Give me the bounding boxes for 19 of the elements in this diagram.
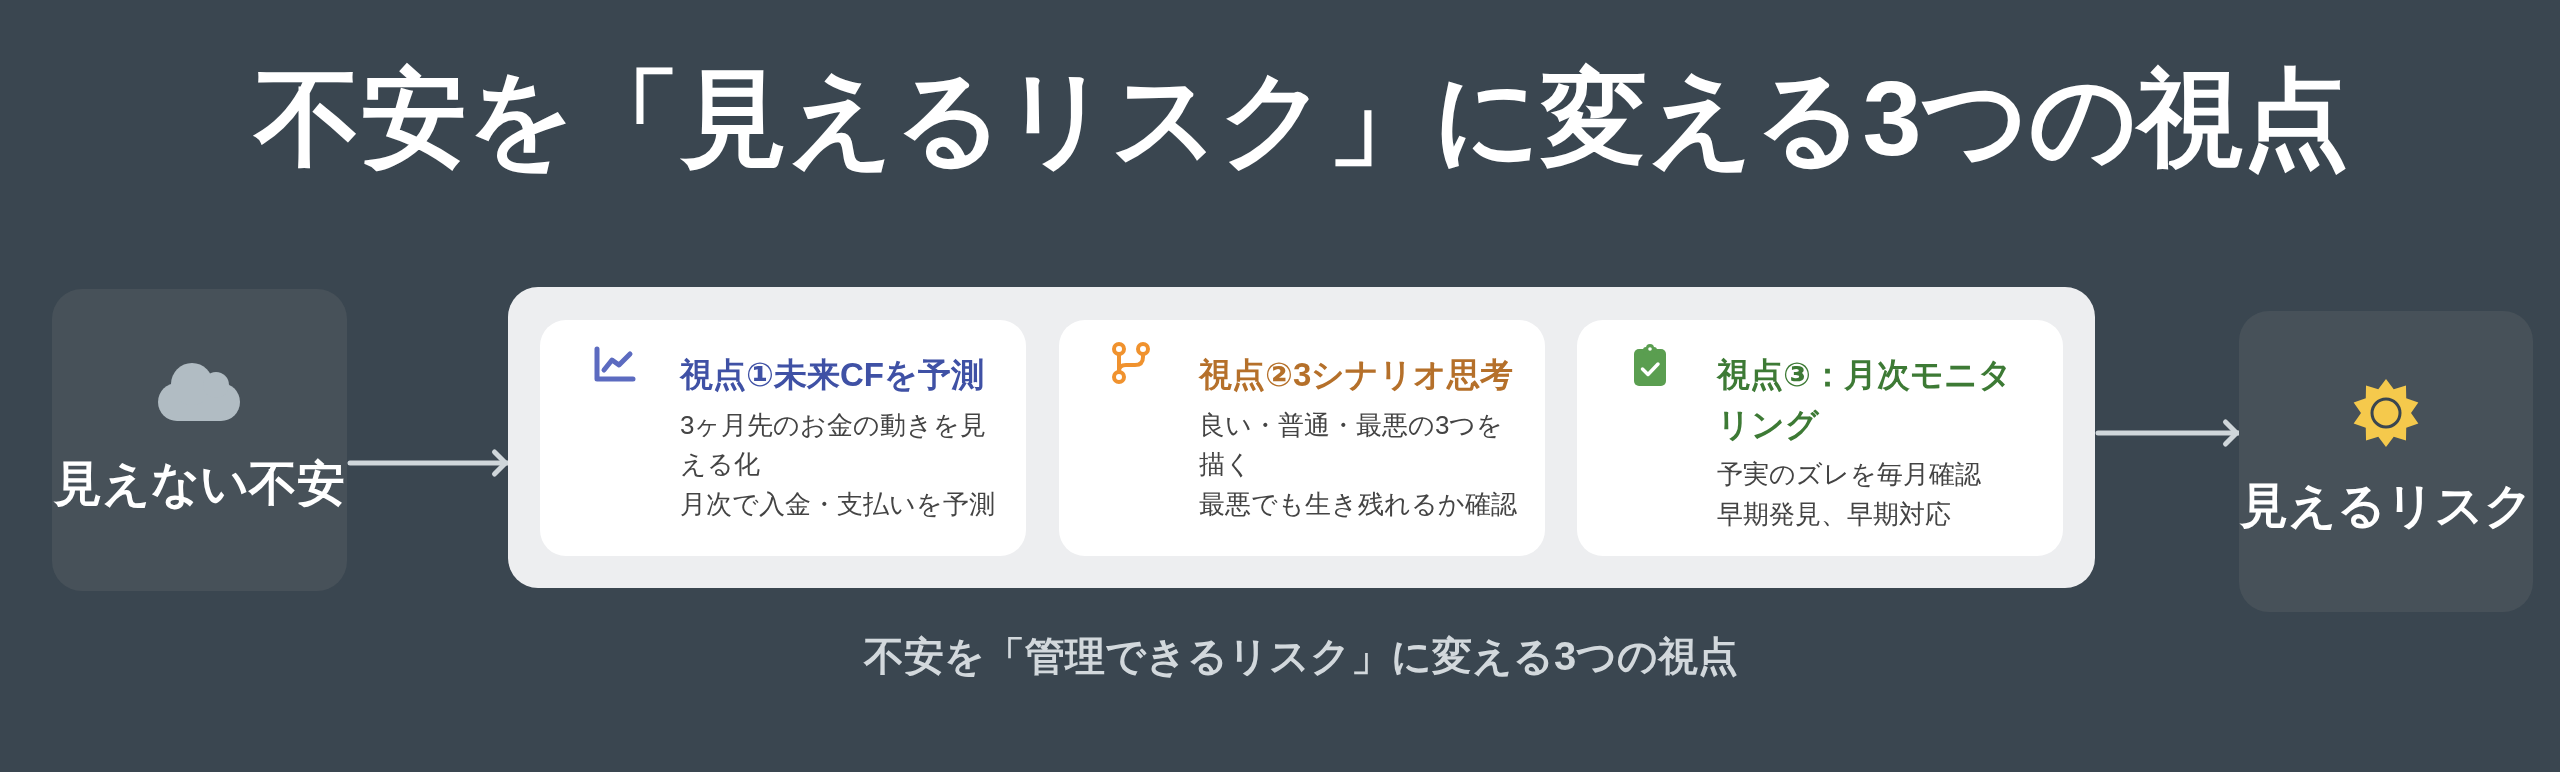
rounded-box (2239, 311, 2533, 612)
card-text: 早期発見、早期対応 (1717, 497, 1951, 531)
panel (508, 287, 2095, 588)
card-text: 良い・普通・最悪の3つを描く (1199, 408, 1505, 481)
box-label: 見えない不安 (54, 456, 345, 512)
card-text: 最悪でも生き残れるか確認 (1199, 487, 1517, 521)
card-text: 月次で入金・支払いを予測 (680, 487, 995, 521)
card-title: 視点①未来CFを予測 (680, 355, 984, 395)
card-title: 視点②3シナリオ思考 (1199, 355, 1514, 395)
caption: 不安を「管理できるリスク」に変える3つの視点 (863, 633, 1739, 680)
box-label: 見えるリスク (2239, 478, 2533, 534)
card-title: 視点③：月次モニタリング (1717, 355, 2013, 445)
card-text: 予実のズレを毎月確認 (1717, 458, 1981, 491)
title: 不安を「見えるリスク」に変える3つの視点 (254, 58, 2350, 179)
rounded-box (52, 289, 347, 591)
card (1577, 320, 2063, 556)
card (540, 320, 1026, 556)
card-text: 3ヶ月先のお金の動きを見える化 (680, 408, 988, 481)
card (1059, 320, 1545, 556)
